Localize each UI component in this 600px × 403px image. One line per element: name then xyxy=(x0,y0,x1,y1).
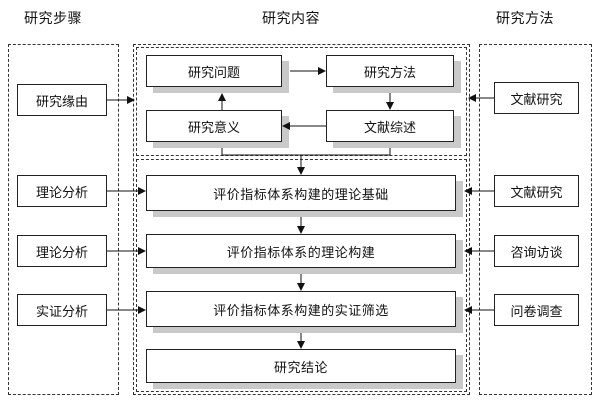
box-research-significance: 研究意义 xyxy=(146,110,282,142)
step-empirical-analysis: 实证分析 xyxy=(17,294,107,326)
box-research-question: 研究问题 xyxy=(146,55,282,87)
methods-panel xyxy=(479,44,592,395)
step-theory-analysis-1: 理论分析 xyxy=(17,175,107,207)
method-literature-research-1: 文献研究 xyxy=(494,82,579,114)
box-theoretical-basis: 评价指标体系构建的理论基础 xyxy=(146,175,456,211)
method-questionnaire-survey: 问卷调查 xyxy=(494,294,579,326)
header-research-steps: 研究步骤 xyxy=(24,11,82,27)
box-research-conclusion: 研究结论 xyxy=(146,349,456,383)
box-literature-review: 文献综述 xyxy=(326,110,454,142)
header-research-content: 研究内容 xyxy=(262,11,320,27)
content-panel xyxy=(133,44,470,395)
arrow-cycle-to-basis-connector xyxy=(221,148,391,156)
box-research-method: 研究方法 xyxy=(326,55,454,87)
step-research-reason: 研究缘由 xyxy=(17,84,107,116)
step-theory-analysis-2: 理论分析 xyxy=(17,235,107,267)
box-empirical-screening: 评价指标体系构建的实证筛选 xyxy=(146,291,456,327)
method-consultation-interview: 咨询访谈 xyxy=(494,235,579,267)
method-literature-research-2: 文献研究 xyxy=(494,175,579,207)
header-research-methods: 研究方法 xyxy=(496,11,554,27)
steps-panel xyxy=(8,44,119,395)
box-theoretical-construction: 评价指标体系的理论构建 xyxy=(146,234,456,268)
